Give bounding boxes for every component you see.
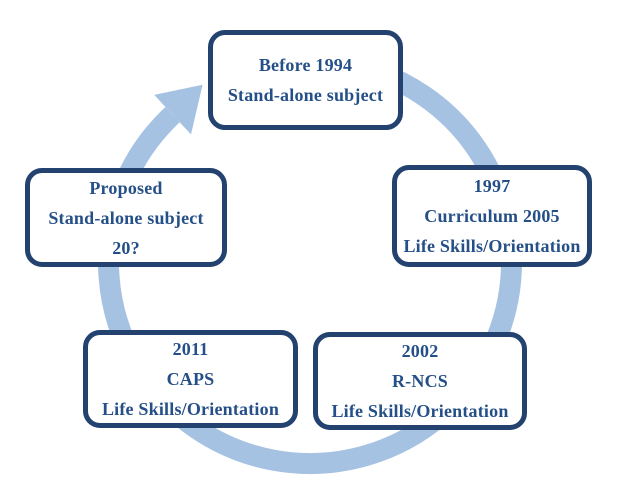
node-1997: 1997 Curriculum 2005 Life Skills/Orienta… bbox=[392, 165, 592, 267]
node-line: Stand-alone subject bbox=[227, 85, 384, 105]
cycle-arrow-head-icon bbox=[154, 84, 203, 135]
node-line: 20? bbox=[112, 237, 140, 258]
node-before-1994: Before 1994 Stand-alone subject bbox=[208, 30, 403, 130]
node-line: 2002 bbox=[401, 341, 439, 361]
node-line: Proposed bbox=[89, 177, 163, 198]
node-2002: 2002 R-NCS Life Skills/Orientation bbox=[313, 332, 527, 430]
node-line: Stand-alone subject bbox=[48, 207, 204, 228]
node-line: Before 1994 bbox=[258, 55, 353, 75]
node-line: 1997 bbox=[473, 176, 511, 196]
node-line: Life Skills/Orientation bbox=[331, 401, 509, 421]
cycle-arrow-arc bbox=[98, 53, 522, 474]
node-line: R-NCS bbox=[391, 371, 448, 391]
node-proposed: Proposed Stand-alone subject 20? bbox=[25, 168, 227, 267]
node-line: Life Skills/Orientation bbox=[101, 399, 280, 419]
node-line: Life Skills/Orientation bbox=[403, 236, 581, 256]
node-line: CAPS bbox=[166, 369, 215, 389]
node-line: 2011 bbox=[172, 339, 209, 359]
node-line: Curriculum 2005 bbox=[424, 206, 560, 226]
node-2011: 2011 CAPS Life Skills/Orientation bbox=[83, 330, 298, 428]
